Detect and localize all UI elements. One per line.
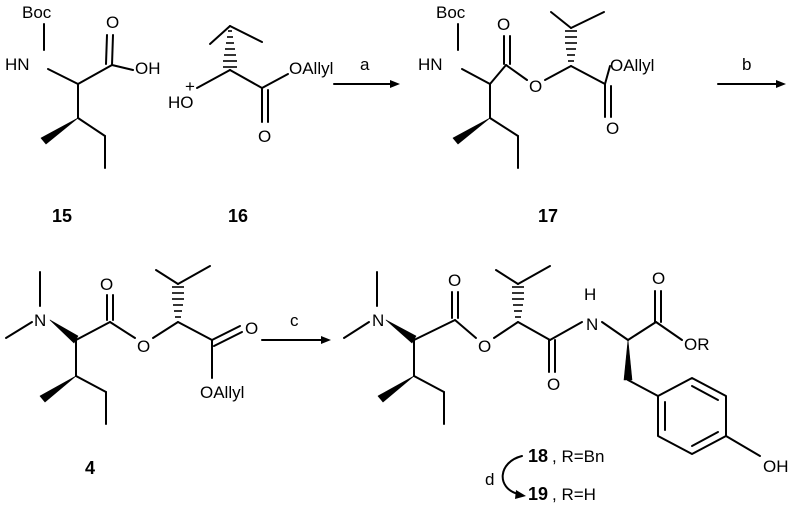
atom-oallyl: OAllyl — [289, 59, 333, 78]
reaction-arrow-a: a — [333, 55, 400, 88]
atom-oallyl: OAllyl — [200, 383, 244, 402]
compound-17-structure: Boc HN O O OAllyl O 17 — [418, 3, 654, 226]
r-group-label: , R=H — [552, 485, 596, 504]
compound-label: 18 — [528, 446, 548, 466]
compound-label: 15 — [52, 206, 72, 226]
atom-o: O — [547, 375, 560, 394]
reagent-label: b — [742, 55, 751, 74]
atom-nh: H — [584, 285, 596, 304]
compound-label: 4 — [85, 458, 95, 478]
atom-boc: Boc — [22, 3, 52, 22]
compound-15-structure: Boc HN OH O 15 — [5, 3, 161, 226]
compound-16-structure: HO OAllyl O 16 — [168, 25, 333, 226]
atom-o: O — [245, 319, 258, 338]
atom-o: O — [606, 119, 619, 138]
atom-oallyl: OAllyl — [610, 56, 654, 75]
atom-n: N — [372, 311, 384, 330]
atom-o: O — [478, 337, 491, 356]
atom-boc: Boc — [436, 3, 466, 22]
reagent-label: c — [290, 311, 299, 330]
r-group-label: , R=Bn — [552, 447, 604, 466]
atom-ho: HO — [168, 93, 194, 112]
atom-o: O — [137, 337, 150, 356]
atom-o: O — [529, 77, 542, 96]
plus-sign: + — [185, 77, 195, 96]
reaction-arrow-b: b — [717, 55, 786, 88]
atom-hn: HN — [418, 55, 443, 74]
compound-4-structure: N O O O OAllyl 4 — [5, 265, 258, 478]
compound-label: 17 — [538, 206, 558, 226]
atom-o: O — [652, 269, 665, 288]
atom-hn: HN — [5, 55, 30, 74]
atom-n: N — [586, 315, 598, 334]
reagent-label: d — [485, 470, 494, 489]
atom-o: O — [448, 271, 461, 290]
atom-o: O — [497, 15, 510, 34]
atom-oh: OH — [135, 59, 161, 78]
compound-18-structure: N O O O H N O OR OH — [343, 265, 789, 504]
atom-or: OR — [684, 335, 710, 354]
atom-o: O — [258, 127, 271, 146]
reaction-arrow-d: d — [485, 455, 526, 499]
compound-label: 19 — [528, 484, 548, 504]
reagent-label: a — [360, 55, 370, 74]
atom-o: O — [100, 275, 113, 294]
atom-o: O — [106, 13, 119, 32]
compound-label: 16 — [228, 206, 248, 226]
atom-n: N — [34, 311, 46, 330]
reaction-arrow-c: c — [261, 311, 331, 344]
atom-oh: OH — [763, 457, 789, 476]
